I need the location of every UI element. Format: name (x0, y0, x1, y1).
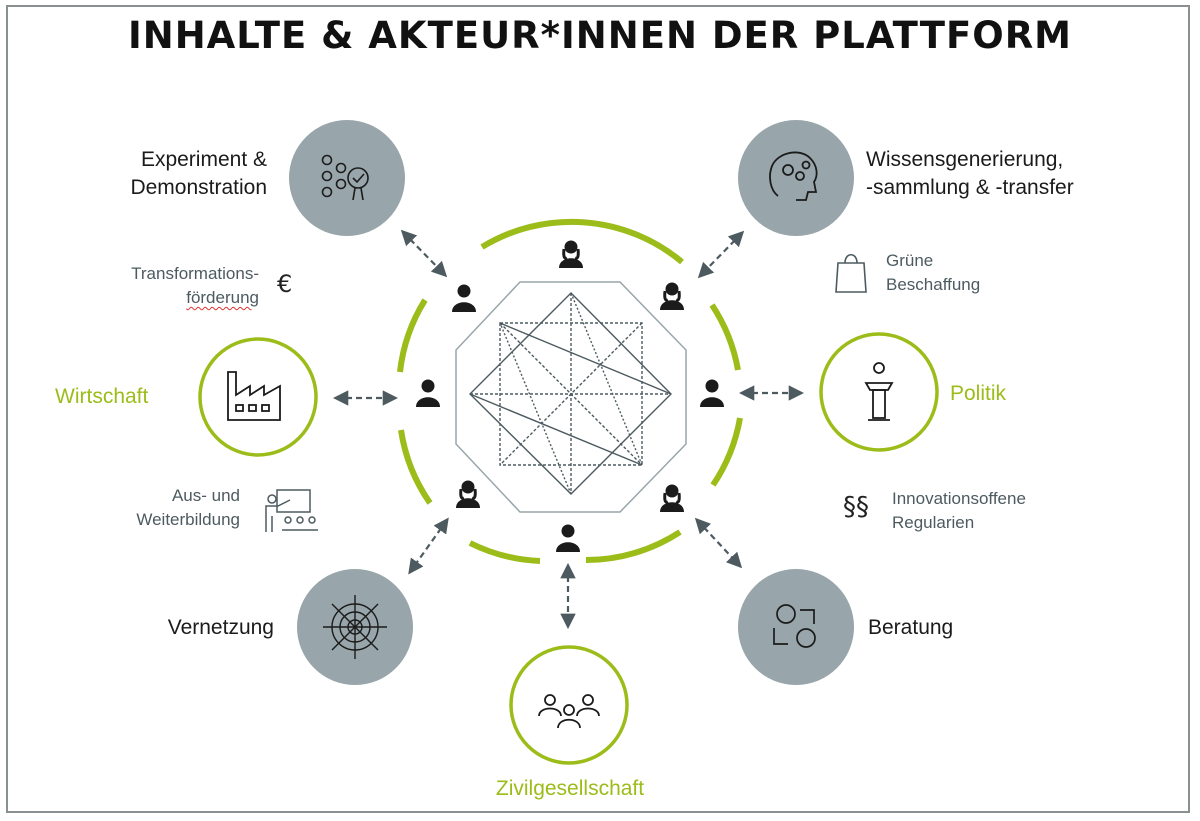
experiment-label-line1: Experiment & (140, 148, 267, 171)
experiment-label-line2: Demonstration (130, 176, 267, 199)
experiment-icon (321, 154, 369, 201)
shopping-bag-icon (835, 253, 867, 293)
diagram-frame (6, 5, 1190, 813)
person-icon (452, 284, 476, 312)
politik-node (819, 332, 939, 452)
connection-arrows (332, 229, 805, 630)
teacher-icon (265, 489, 318, 532)
innovation-label: Innovationsoffene Regularien (892, 487, 1112, 535)
ausbildung-label-line2: Weiterbildung (136, 510, 240, 529)
politik-label: Politik (950, 382, 1007, 405)
person-icon (416, 379, 440, 407)
innovation-label-line2: Regularien (892, 513, 975, 532)
person-icon (557, 239, 585, 270)
person-icon (658, 483, 686, 514)
euro-symbol: € (277, 270, 293, 298)
innovation-label-line1: Innovationsoffene (892, 489, 1026, 508)
ausbildung-label-line1: Aus- und (171, 486, 240, 505)
person-icon (556, 524, 580, 552)
network-lines (469, 292, 672, 495)
transformation-label: Transformations- förderung (60, 262, 259, 310)
page-title: INHALTE & AKTEUR*INNEN DER PLATTFORM (127, 14, 1073, 57)
gruene-label-line2: Beschaffung (886, 275, 981, 294)
wissen-label-line2: -sammlung & -transfer (866, 176, 1074, 199)
experiment-node (289, 120, 405, 236)
transformation-label-line2: förderung (186, 288, 259, 307)
person-icon (700, 379, 724, 407)
group-icon (538, 694, 600, 729)
person-icon (658, 281, 686, 312)
beratung-node (738, 569, 854, 685)
person-icon (454, 479, 482, 510)
zivilgesellschaft-label: Zivilgesellschaft (495, 777, 645, 800)
zivilgesellschaft-node (509, 645, 629, 765)
experiment-label: Experiment & Demonstration (60, 146, 267, 202)
factory-icon (227, 371, 281, 421)
actor-icons (416, 239, 724, 552)
wirtschaft-label: Wirtschaft (55, 385, 149, 408)
transformation-label-line1: Transformations- (131, 264, 259, 283)
paragraph-symbol: §§ (843, 492, 869, 522)
wissen-node (738, 120, 854, 236)
consulting-icon (773, 604, 816, 648)
spiderweb-icon (323, 595, 387, 659)
head-gears-icon (769, 151, 818, 201)
vernetzung-node (297, 569, 413, 685)
lectern-icon (864, 362, 894, 421)
ausbildung-label: Aus- und Weiterbildung (60, 484, 240, 532)
inner-octagon (455, 281, 687, 513)
gruene-label-line1: Grüne (886, 251, 934, 270)
vernetzung-label: Vernetzung (167, 616, 274, 639)
gruene-label: Grüne Beschaffung (886, 249, 1086, 297)
wissen-label-line1: Wissensgenerierung, (866, 148, 1064, 171)
actor-ring (397, 218, 743, 564)
wissen-label: Wissensgenerierung, -sammlung & -transfe… (866, 146, 1166, 202)
beratung-label: Beratung (868, 616, 954, 639)
wirtschaft-node (198, 337, 318, 457)
